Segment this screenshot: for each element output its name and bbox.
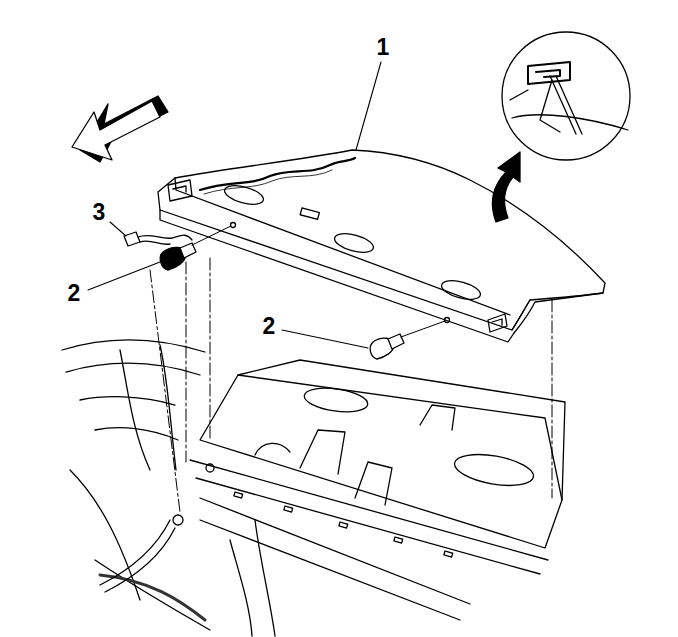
callout-number: 1 bbox=[376, 36, 391, 59]
body-structure bbox=[62, 340, 565, 636]
removal-arrow bbox=[492, 152, 520, 222]
callout-number: 2 bbox=[262, 315, 277, 338]
clip-detail-inset bbox=[502, 32, 630, 160]
wire-connector bbox=[124, 232, 192, 246]
push-pin-fastener bbox=[160, 226, 445, 359]
callout-number: 2 bbox=[67, 282, 82, 305]
front-arrow bbox=[72, 96, 168, 162]
leader-lines bbox=[88, 62, 381, 348]
callout-number: 3 bbox=[92, 201, 107, 224]
rear-shelf-panel bbox=[158, 150, 605, 342]
